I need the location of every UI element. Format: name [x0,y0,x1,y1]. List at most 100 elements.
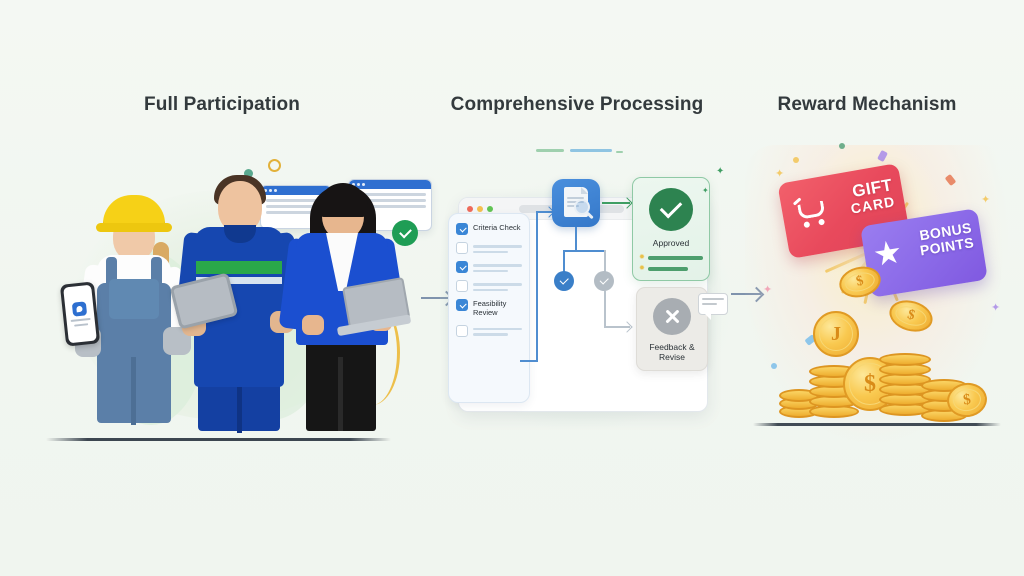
leg-split [237,383,242,433]
leg-split [131,357,136,425]
checkbox-checked[interactable] [456,299,468,311]
list-item[interactable] [456,324,522,337]
overall-strap [151,257,162,291]
list-item[interactable] [456,242,522,254]
document-search-icon [552,179,600,227]
approved-label: Approved [652,238,690,248]
star-icon [873,239,903,269]
workflow-connector [520,360,538,362]
person-female-worker [59,187,193,437]
collar [224,225,256,243]
confetti-dot [793,157,799,163]
checkbox-checked[interactable] [456,261,468,273]
ui-card-rows [261,195,331,218]
overall-bib [109,279,159,319]
overall-strap [106,257,117,291]
sparkle-icon: ✦ [716,166,725,177]
workflow-connector [604,250,606,272]
placeholder-lines [473,242,522,253]
maximize-icon[interactable] [487,205,493,212]
coin-symbol: J [819,317,853,351]
checkbox-unchecked[interactable] [456,324,468,337]
decorative-dash [570,149,612,152]
bonus-card-text: BONUS POINTS [917,219,976,259]
decorative-dash [536,149,564,152]
coin-symbol: $ [893,302,929,330]
phone-text-line [70,317,91,323]
workflow-connector [563,250,565,272]
phone-screen [63,284,97,344]
comprehensive-processing-illustration: Criteria Check Feasibility Review [440,135,730,455]
sparkle-icon: ✦ [991,302,1001,314]
check-circle-icon [649,188,693,231]
workflow-connector [604,291,606,327]
decorative-dot [244,169,253,178]
check-circle-icon [594,271,614,291]
workflow-connector [536,211,538,361]
list-item[interactable]: Feasibility Review [456,299,522,318]
step-titles: Full Participation Comprehensive Process… [0,0,1024,140]
sparkle-icon: ✦ [775,168,785,180]
checkbox-unchecked[interactable] [456,242,468,254]
checkbox-unchecked[interactable] [456,280,468,292]
minimize-icon[interactable] [477,205,483,212]
full-participation-illustration [18,135,432,455]
confetti-dot [839,143,845,149]
approval-meters: ✹ ✹ [639,254,703,272]
page-title-step-3: Reward Mechanism [777,94,957,115]
coin-symbol: $ [843,269,877,295]
magnifier-glyph [574,199,590,215]
hair [318,183,368,217]
checkbox-checked[interactable] [456,223,468,235]
gift-card-text: GIFT CARD [847,175,896,216]
hand [302,315,324,335]
coverall-stripe [196,261,282,274]
smartphone [59,281,101,347]
approved-card: Approved ✹ ✹ [632,177,710,281]
confetti-dot [771,363,777,369]
leg-split [338,357,343,431]
meter-row: ✹ [639,254,703,261]
list-item-label: Feasibility Review [473,299,507,318]
coin-pile: $ $ J $ [761,262,996,427]
reward-mechanism-illustration: ✦ ✦ ✦ ✦ GIFT CARD BONUS POINTS [745,135,1010,455]
placeholder-lines [473,280,522,291]
meter-fill [647,266,688,271]
app-icon [71,301,88,317]
phone-text-line [74,323,89,327]
head [218,181,262,233]
list-item[interactable]: Criteria Check [456,223,522,235]
close-icon[interactable] [467,205,473,212]
ground-line [46,438,391,441]
page-title-step-1: Full Participation [144,94,300,115]
sparkle-icon: ✦ [702,186,709,195]
coin: J [813,311,859,357]
list-item-label: Criteria Check [473,223,521,232]
workflow-connector-arrow [604,326,630,328]
list-item[interactable] [456,280,522,292]
coin-symbol: $ [951,387,983,413]
shopping-cart-icon [792,197,831,230]
sparkle-icon: ✦ [763,284,773,296]
sparkle-icon: ✹ [639,254,645,261]
sparkle-icon: ✹ [639,265,645,272]
ground-line [753,423,1001,426]
coverall-stripe [196,277,282,284]
feedback-label: Feedback & Revise [649,342,695,362]
ui-card-titlebar [261,186,331,195]
criteria-checklist: Criteria Check Feasibility Review [448,213,530,403]
comment-bubble-icon [698,293,728,320]
decorative-dash [616,151,623,153]
coin: $ [885,295,937,337]
meter-fill [647,255,703,260]
decorative-ring [268,159,281,172]
hard-hat-icon [96,195,172,232]
workflow-connector [563,250,605,252]
sparkle-icon: ✦ [981,194,991,206]
check-circle-icon [392,220,418,246]
workflow-connector [575,227,577,251]
list-item[interactable] [456,261,522,273]
ui-card-rows [349,189,431,212]
x-circle-icon [653,298,691,335]
